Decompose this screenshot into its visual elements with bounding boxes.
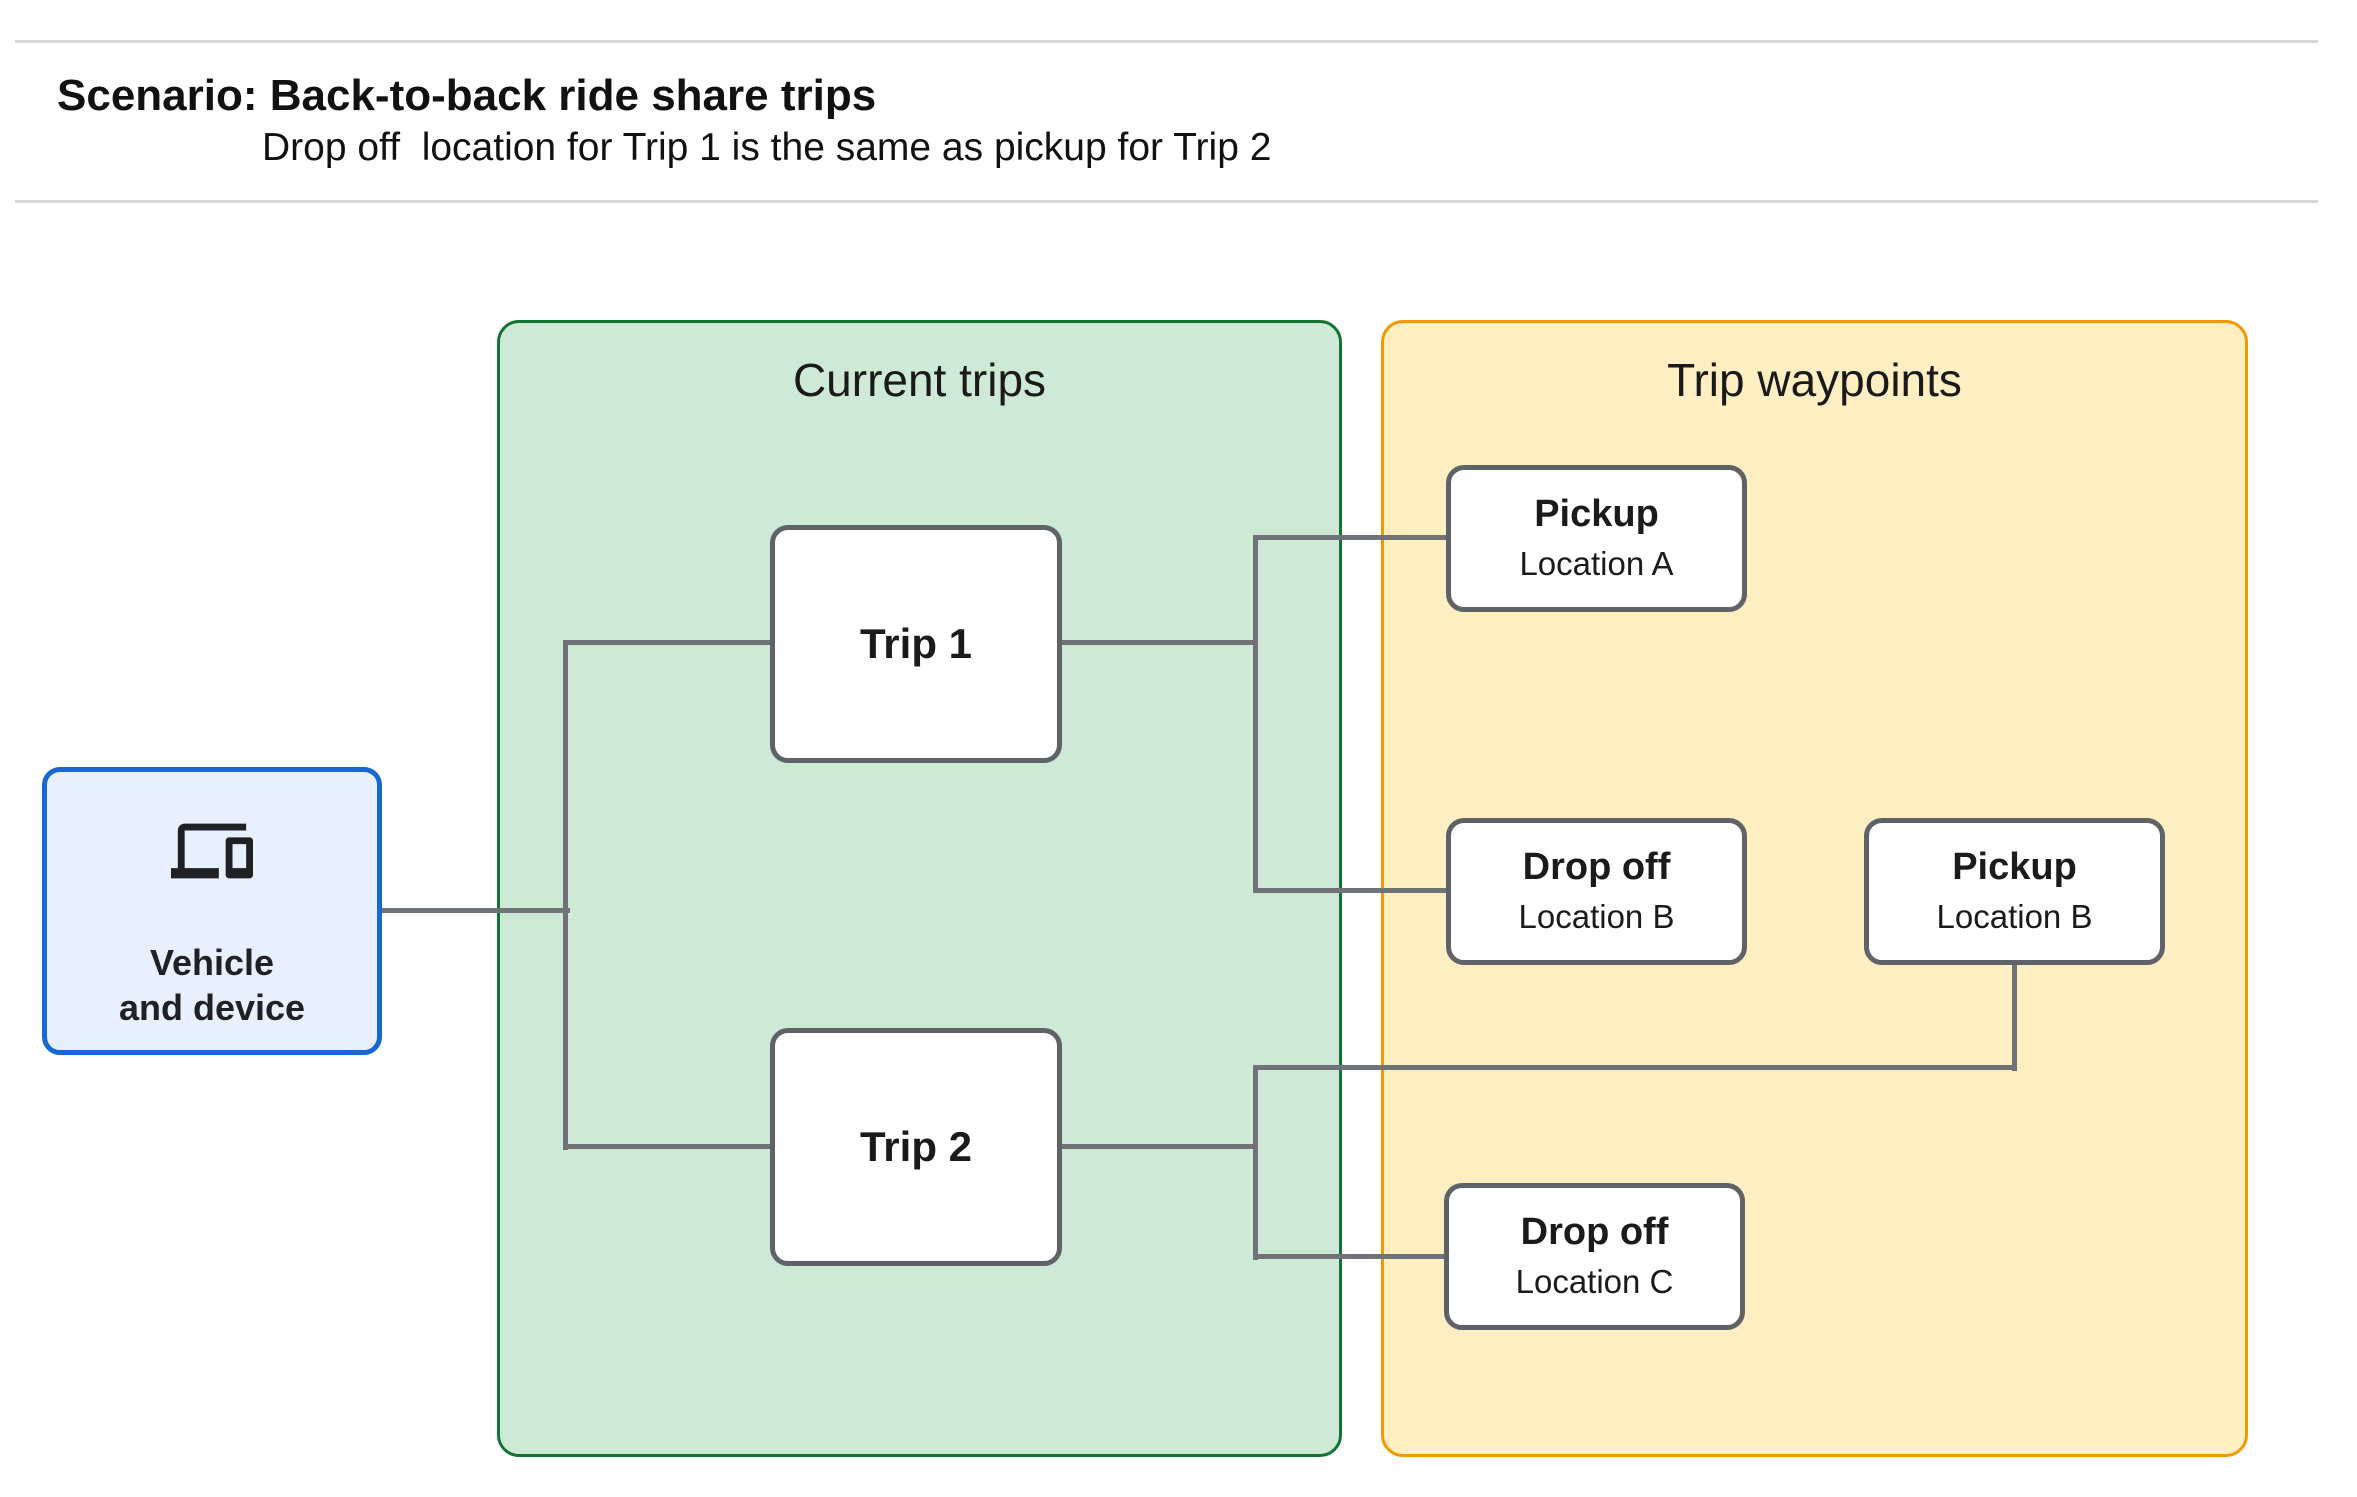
connector-junction-to-trip2 [563, 1144, 775, 1149]
dropoff-b-location: Location B [1518, 898, 1675, 936]
trip1-node: Trip 1 [770, 525, 1062, 763]
connector-junction1-to-dropoff-b [1253, 888, 1450, 893]
vehicle-label-line1: Vehicle [149, 942, 275, 983]
panel-current-trips: Current trips [497, 320, 1342, 1457]
connector-junction2-to-dropoff-c [1253, 1254, 1450, 1259]
vehicle-and-device-node: Vehicle and device [42, 767, 382, 1055]
pickup-location-b-node: Pickup Location B [1864, 818, 2165, 965]
dropoff-b-title: Drop off [1522, 846, 1671, 889]
dropoff-c-title: Drop off [1520, 1211, 1669, 1254]
connector-pickup-b-to-junction2 [1253, 1065, 2017, 1070]
pickup-location-a-node: Pickup Location A [1446, 465, 1747, 612]
divider-top [15, 40, 2318, 43]
vehicle-label-line2: and device [118, 987, 306, 1028]
pickup-b-title: Pickup [1952, 846, 2077, 889]
vehicle-node-label: Vehicle and device [119, 940, 305, 1030]
connector-pickup-b-down [2012, 962, 2017, 1071]
panel-current-trips-title: Current trips [792, 354, 1047, 406]
dropoff-c-location: Location C [1515, 1263, 1674, 1301]
pickup-a-location: Location A [1519, 545, 1674, 583]
connector-trips-junction-vertical [563, 640, 568, 1150]
trip2-node: Trip 2 [770, 1028, 1062, 1266]
pickup-a-title: Pickup [1534, 493, 1659, 536]
trip2-label: Trip 2 [859, 1123, 973, 1170]
dropoff-location-b-node: Drop off Location B [1446, 818, 1747, 965]
connector-junction1-to-pickup-a [1253, 535, 1450, 540]
divider-bottom [15, 200, 2318, 203]
trip1-label: Trip 1 [859, 620, 973, 667]
pickup-b-location: Location B [1936, 898, 2093, 936]
connector-trip2-to-junction2 [1058, 1144, 1258, 1149]
panel-trip-waypoints-title: Trip waypoints [1667, 354, 1962, 406]
connector-trip1-to-junction1 [1058, 640, 1258, 645]
page-title: Scenario: Back-to-back ride share trips [57, 71, 877, 120]
dropoff-location-c-node: Drop off Location C [1444, 1183, 1745, 1330]
page-subtitle: Drop off location for Trip 1 is the same… [262, 126, 1272, 169]
devices-icon [171, 810, 253, 892]
connector-junction2-vertical [1253, 1065, 1258, 1260]
connector-junction1-vertical [1253, 535, 1258, 893]
connector-junction-to-trip1 [563, 640, 775, 645]
connector-vehicle-to-junction [378, 908, 570, 913]
